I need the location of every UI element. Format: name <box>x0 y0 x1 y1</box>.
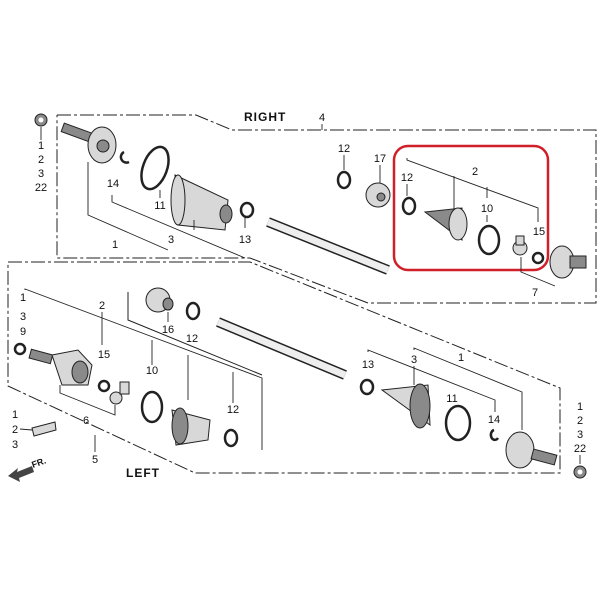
label-16: 16 <box>162 324 174 336</box>
left-assembly-frame <box>7 261 561 474</box>
label-left-14: 14 <box>488 414 500 426</box>
label-6: 6 <box>83 415 89 427</box>
band-11-icon <box>140 145 170 191</box>
label-left-15: 15 <box>98 349 110 361</box>
label-nut-2: 2 <box>38 154 44 166</box>
label-left-nut-2: 2 <box>577 415 583 427</box>
kit-ring-15-icon <box>531 251 545 265</box>
label-ring-1: 1 <box>20 292 26 304</box>
label-left-10: 10 <box>146 365 158 377</box>
label-4: 4 <box>319 112 325 124</box>
ring-9-icon <box>13 342 27 356</box>
label-3: 3 <box>168 234 174 246</box>
band-13-icon <box>239 201 255 219</box>
shaft-left-icon <box>216 317 347 380</box>
inner-joint-left-icon <box>28 348 93 386</box>
damper-16-icon <box>145 287 174 313</box>
highlighted-kit-box <box>392 144 550 272</box>
outer-cv-joint-left-icon <box>505 431 558 469</box>
label-5: 5 <box>92 454 98 466</box>
inner-boot-icon <box>423 207 468 242</box>
label-kit-12: 12 <box>401 172 413 184</box>
kit-band-10-icon <box>477 224 501 256</box>
band-12-left-top-icon <box>185 301 201 321</box>
spider-left-icon <box>109 381 130 405</box>
label-13: 13 <box>239 234 251 246</box>
front-arrow-icon: FR. <box>8 456 47 482</box>
clip-icon <box>31 421 57 437</box>
label-17: 17 <box>374 153 386 165</box>
label-kit-15: 15 <box>533 226 545 238</box>
joint-17-icon <box>365 182 391 208</box>
label-12: 12 <box>338 143 350 155</box>
band-12-icon <box>336 170 352 190</box>
label-left-12-top: 12 <box>186 333 198 345</box>
outer-boot-left-icon <box>380 383 431 429</box>
label-ring-3: 3 <box>20 311 26 323</box>
kit-band-12-icon <box>401 196 417 216</box>
label-kit-2: 2 <box>472 166 478 178</box>
label-clip-2: 2 <box>12 424 18 436</box>
label-clip-1: 1 <box>12 409 18 421</box>
label-clip-3: 3 <box>12 439 18 451</box>
outer-boot-icon <box>170 174 233 231</box>
label-left-nut-22: 22 <box>574 443 586 455</box>
label-left-12-bottom: 12 <box>227 404 239 416</box>
label-kit-10: 10 <box>481 203 493 215</box>
clip-14-left-icon <box>489 428 500 442</box>
label-left-2: 2 <box>99 300 105 312</box>
left-title: LEFT <box>126 466 160 480</box>
ring-15-left-icon <box>97 379 111 393</box>
label-7: 7 <box>532 287 538 299</box>
right-title: RIGHT <box>244 110 286 124</box>
label-nut-1: 1 <box>38 140 44 152</box>
label-nut-3: 3 <box>38 168 44 180</box>
label-left-13: 13 <box>362 359 374 371</box>
shaft-right-icon <box>266 217 390 275</box>
inner-boot-left-icon <box>171 407 211 446</box>
band-13-left-icon <box>359 378 375 396</box>
label-left-1: 1 <box>458 352 464 364</box>
front-label: FR. <box>30 456 47 470</box>
label-left-11: 11 <box>446 393 457 405</box>
outer-cv-joint-icon <box>60 122 117 164</box>
nut-left-icon <box>573 465 587 479</box>
label-1: 1 <box>112 239 118 251</box>
nut-icon <box>34 113 48 127</box>
label-left-3: 3 <box>411 354 417 366</box>
label-left-nut-3: 3 <box>577 429 583 441</box>
spider-7-icon <box>512 235 528 256</box>
label-ring-9: 9 <box>20 326 26 338</box>
band-11-left-icon <box>444 404 472 442</box>
label-11: 11 <box>154 200 165 212</box>
label-left-nut-1: 1 <box>577 401 583 413</box>
band-10-left-icon <box>140 390 164 424</box>
label-nut-22: 22 <box>35 182 47 194</box>
inner-cv-housing-icon <box>549 245 587 279</box>
right-assembly-frame <box>56 114 597 304</box>
label-14: 14 <box>107 178 119 190</box>
clip-14-icon <box>119 150 130 164</box>
band-12-left-bottom-icon <box>223 428 239 448</box>
